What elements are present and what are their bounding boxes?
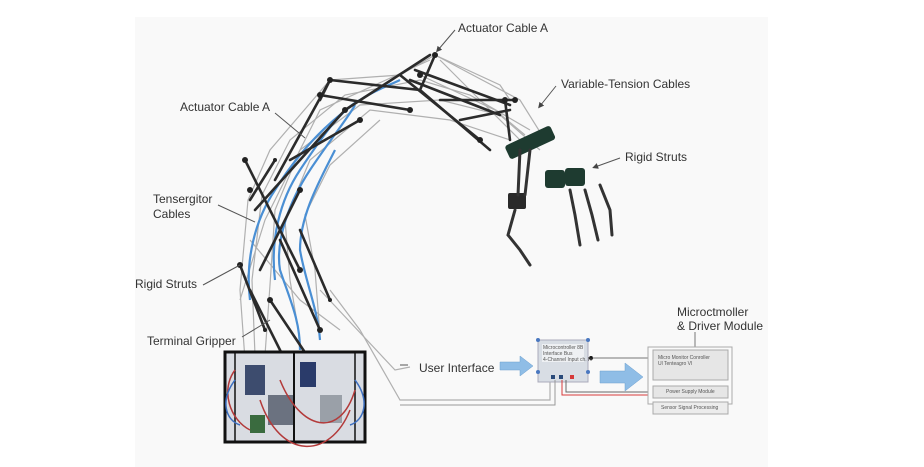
- controller-text-1: Micro Monitor Conroller: [658, 355, 710, 361]
- interface-text-1: Microcontroller 8B: [543, 345, 584, 351]
- label-actuator-cable-left: Actuator Cable A: [180, 100, 271, 114]
- label-rigid-struts-left: Rigid Struts: [135, 277, 198, 291]
- label-tensergitor-line2: Cables: [153, 207, 191, 221]
- arrow-interface-to-module: [599, 362, 644, 392]
- label-tensergitor-line1: Tensergitor: [153, 192, 213, 206]
- label-actuator-cable-top: Actuator Cable A: [458, 21, 549, 35]
- label-module-title-line1: Microctmoller: [677, 305, 749, 319]
- hand-assembly: [505, 126, 614, 267]
- interface-text-3: 4-Channel Input ch. IV: [543, 357, 593, 363]
- controller-text-2: Ul Tenteagro VI: [658, 361, 693, 367]
- interface-text-2: Interface Bus: [543, 351, 573, 357]
- sensor-text: Sensor Signal Processing: [661, 405, 719, 411]
- label-terminal-gripper: Terminal Gripper: [147, 334, 236, 348]
- label-user-interface: User Interface: [419, 361, 495, 375]
- label-variable-tension-cables: Variable-Tension Cables: [561, 77, 691, 91]
- leader-lines: [202, 29, 621, 366]
- power-supply-text: Power Supply Module: [666, 389, 715, 395]
- interface-box: [536, 338, 590, 383]
- arrow-ui-to-interface: [499, 355, 534, 377]
- label-rigid-struts-right: Rigid Struts: [625, 150, 688, 164]
- joints: [237, 52, 518, 363]
- base-electronics: [223, 350, 367, 448]
- wiring: [400, 356, 655, 406]
- driver-module: [647, 332, 733, 415]
- label-module-title-line2: & Driver Module: [677, 319, 764, 333]
